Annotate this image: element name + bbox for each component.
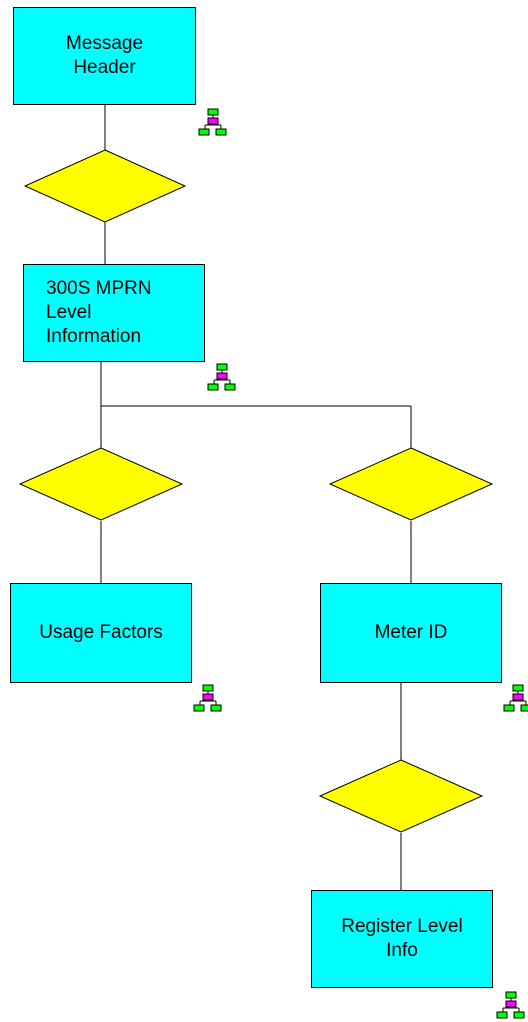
hierarchy-icon[interactable] bbox=[502, 684, 528, 712]
node-meter-id[interactable]: Meter ID bbox=[320, 583, 502, 683]
hierarchy-icon[interactable] bbox=[206, 363, 238, 391]
hierarchy-icon[interactable] bbox=[197, 108, 229, 136]
choice-diamond[interactable] bbox=[18, 447, 184, 522]
node-label: Message Header bbox=[65, 33, 144, 78]
node-label: Register Level Info bbox=[341, 916, 463, 961]
node-register-level-info[interactable]: Register Level Info bbox=[311, 890, 493, 988]
hierarchy-icon[interactable] bbox=[495, 991, 527, 1019]
node-label: 300S MPRN Level Information bbox=[46, 278, 152, 347]
hierarchy-icon[interactable] bbox=[192, 684, 224, 712]
node-label: Usage Factors bbox=[39, 622, 163, 643]
choice-diamond[interactable] bbox=[23, 149, 187, 224]
node-mprn-level-information[interactable]: 300S MPRN Level Information bbox=[23, 264, 205, 362]
choice-diamond[interactable] bbox=[318, 759, 484, 834]
node-usage-factors[interactable]: Usage Factors bbox=[10, 583, 192, 683]
node-message-header[interactable]: Message Header bbox=[13, 7, 196, 105]
node-label: Meter ID bbox=[374, 622, 448, 643]
choice-diamond[interactable] bbox=[328, 447, 494, 522]
